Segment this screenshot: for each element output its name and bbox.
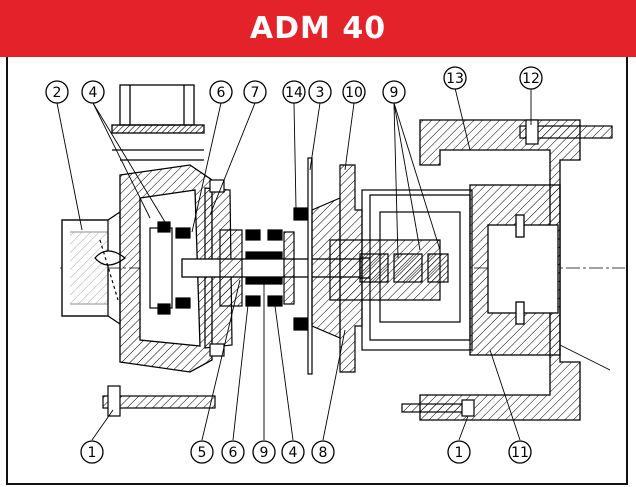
svg-text:9: 9 xyxy=(390,85,399,101)
motor-bracket xyxy=(419,119,581,421)
svg-text:2: 2 xyxy=(53,85,62,101)
svg-text:1: 1 xyxy=(88,445,97,461)
callout-4-bottom: 4 xyxy=(281,440,305,464)
header-banner: ADM 40 xyxy=(0,0,636,57)
svg-text:13: 13 xyxy=(446,71,464,87)
leader-lines xyxy=(56,87,611,441)
callout-11: 11 xyxy=(508,440,532,464)
svg-text:4: 4 xyxy=(289,445,298,461)
svg-text:9: 9 xyxy=(260,445,269,461)
callout-10: 10 xyxy=(342,80,366,104)
page-title: ADM 40 xyxy=(249,11,387,46)
callout-8: 8 xyxy=(311,440,335,464)
magnet-drive xyxy=(329,194,471,341)
callout-1-left: 1 xyxy=(80,440,104,464)
callout-4-top: 4 xyxy=(81,80,105,104)
svg-text:6: 6 xyxy=(229,445,238,461)
svg-text:8: 8 xyxy=(319,445,328,461)
bearing-set xyxy=(219,229,295,307)
callout-9-top: 9 xyxy=(382,80,406,104)
svg-text:1: 1 xyxy=(455,445,464,461)
svg-text:6: 6 xyxy=(217,85,226,101)
svg-text:3: 3 xyxy=(316,85,325,101)
callout-13: 13 xyxy=(443,66,467,90)
bolts xyxy=(102,119,613,417)
callout-3: 3 xyxy=(308,80,332,104)
svg-text:10: 10 xyxy=(345,85,363,101)
callout-6-bottom: 6 xyxy=(221,440,245,464)
callout-5: 5 xyxy=(190,440,214,464)
callout-9-bottom: 9 xyxy=(252,440,276,464)
drawing-frame xyxy=(6,57,628,485)
callout-2: 2 xyxy=(45,80,69,104)
suction-inlet xyxy=(61,210,126,326)
callout-1-right: 1 xyxy=(447,440,471,464)
svg-text:4: 4 xyxy=(89,85,98,101)
svg-text:5: 5 xyxy=(198,445,207,461)
callout-14: 14 xyxy=(282,80,306,104)
svg-text:14: 14 xyxy=(285,85,303,101)
callout-7: 7 xyxy=(243,80,267,104)
svg-text:7: 7 xyxy=(251,85,260,101)
svg-text:12: 12 xyxy=(522,71,540,87)
svg-text:11: 11 xyxy=(511,445,529,461)
callout-6-top: 6 xyxy=(209,80,233,104)
callout-12: 12 xyxy=(519,66,543,90)
